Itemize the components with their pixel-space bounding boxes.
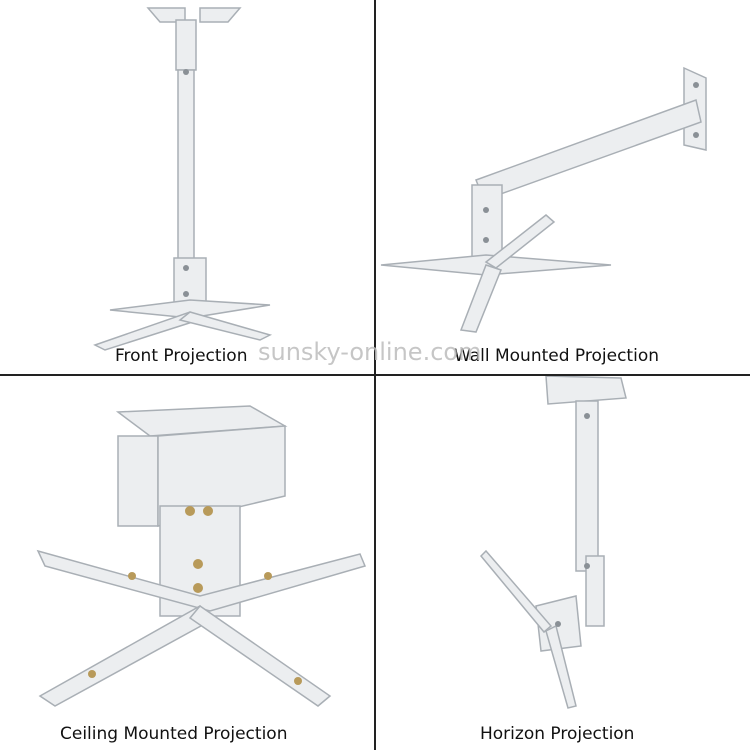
front-projection-mount-image: [93, 7, 273, 351]
ceiling-mounted-mount-image: [36, 405, 367, 707]
panel-ceiling-mounted-projection: Ceiling Mounted Projection: [0, 376, 374, 750]
watermark: sunsky-online.com: [258, 338, 482, 366]
panel-front-projection: Front Projection: [0, 0, 374, 374]
caption-front-projection: Front Projection: [115, 346, 248, 366]
wall-mounted-mount-image: [380, 66, 707, 333]
panel-horizon-projection: Horizon Projection: [376, 376, 750, 750]
panel-wall-mounted-projection: Wall Mounted Projection: [376, 0, 750, 374]
caption-horizon-projection: Horizon Projection: [480, 724, 635, 744]
horizontal-divider: [0, 374, 750, 376]
horizon-projection-mount-image: [479, 376, 627, 709]
caption-ceiling-mounted-projection: Ceiling Mounted Projection: [60, 724, 288, 744]
caption-wall-mounted-projection: Wall Mounted Projection: [454, 346, 659, 366]
